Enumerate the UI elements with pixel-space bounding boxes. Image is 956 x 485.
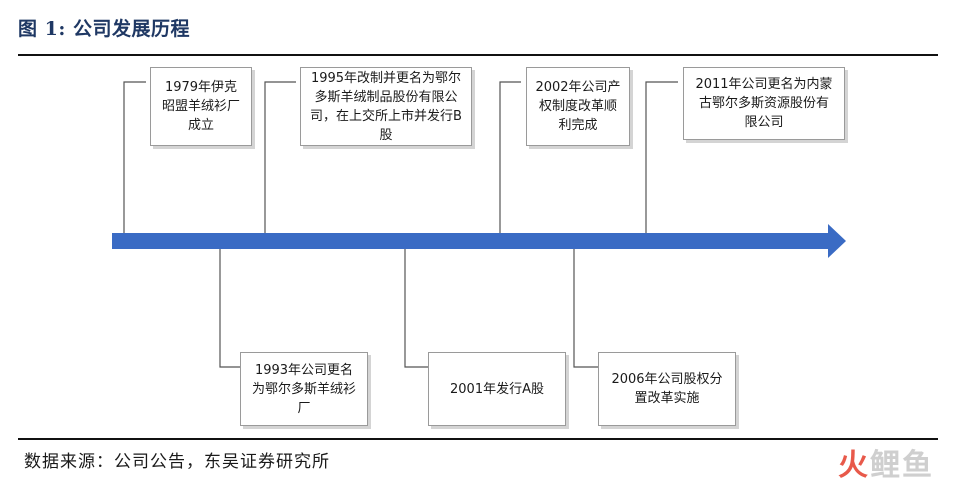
- event-text-1979: 1979年伊克昭盟羊绒衫厂成立: [161, 80, 240, 133]
- connector-1993: [219, 246, 246, 368]
- event-box-1993: 1993年公司更名为鄂尔多斯羊绒衫厂: [240, 352, 368, 426]
- figure-title: 图 1: 公司发展历程: [18, 18, 190, 40]
- event-box-2002: 2002年公司产权制度改革顺利完成: [526, 67, 630, 146]
- connector-2002: [499, 81, 521, 235]
- watermark-part-2: 鲤鱼: [870, 448, 934, 483]
- event-text-1995: 1995年改制并更名为鄂尔多斯羊绒制品股份有限公司，在上交所上市并发行B股: [310, 70, 462, 143]
- event-box-1979: 1979年伊克昭盟羊绒衫厂成立: [150, 67, 252, 146]
- watermark-part-1: 火: [838, 448, 870, 483]
- event-box-2001: 2001年发行A股: [428, 352, 566, 426]
- watermark-logo: 火鲤鱼: [838, 440, 934, 484]
- connector-1995: [264, 81, 296, 235]
- event-text-2011: 2011年公司更名为内蒙古鄂尔多斯资源股份有限公司: [695, 77, 833, 130]
- event-box-2006: 2006年公司股权分置改革实施: [598, 352, 736, 426]
- event-text-2006: 2006年公司股权分置改革实施: [611, 372, 723, 406]
- source-note: 数据来源：公司公告，东吴证券研究所: [24, 452, 330, 472]
- event-text-2002: 2002年公司产权制度改革顺利完成: [535, 80, 621, 133]
- timeline-arrow: [112, 224, 846, 258]
- event-box-1995: 1995年改制并更名为鄂尔多斯羊绒制品股份有限公司，在上交所上市并发行B股: [300, 67, 472, 146]
- connector-2011: [645, 81, 678, 235]
- bottom-rule: [18, 438, 938, 440]
- connector-1979: [123, 81, 146, 235]
- connector-2006: [573, 246, 598, 368]
- event-text-2001: 2001年发行A股: [450, 381, 544, 397]
- event-box-2011: 2011年公司更名为内蒙古鄂尔多斯资源股份有限公司: [683, 67, 845, 140]
- connector-2001: [404, 246, 428, 368]
- top-rule: [18, 54, 938, 56]
- event-text-1993: 1993年公司更名为鄂尔多斯羊绒衫厂: [251, 362, 356, 416]
